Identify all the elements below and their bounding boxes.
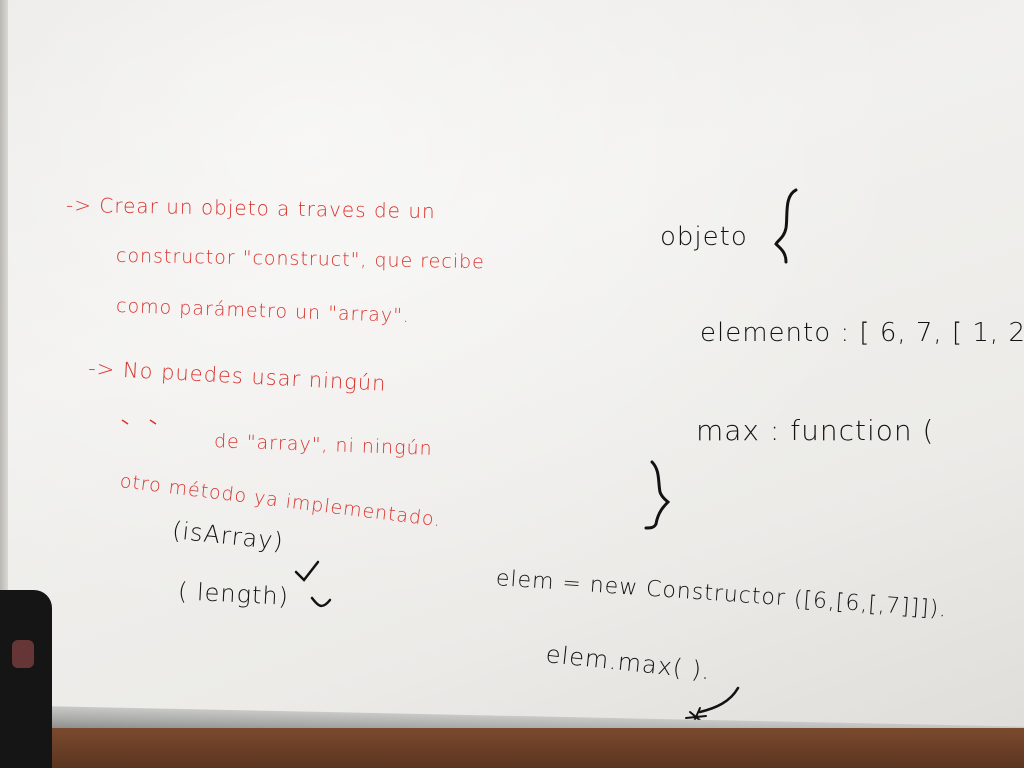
checkmark-length [310, 596, 332, 608]
chair-knob [12, 640, 34, 668]
wall-background [0, 728, 1024, 768]
light-glare [0, 0, 1024, 720]
close-brace-stroke [644, 460, 671, 530]
object-elemento-line: elemento : [ 6, 7, [ 1, 2 [700, 318, 1024, 348]
checkmark-isarray [294, 560, 320, 582]
red-tick-mark [121, 419, 157, 425]
arrow-stroke [698, 686, 740, 714]
object-title: objeto [660, 222, 748, 252]
board-frame [0, 0, 8, 620]
chair-back [0, 590, 52, 768]
object-max-line: max : function ( [696, 414, 935, 447]
open-brace-stroke [774, 188, 798, 264]
